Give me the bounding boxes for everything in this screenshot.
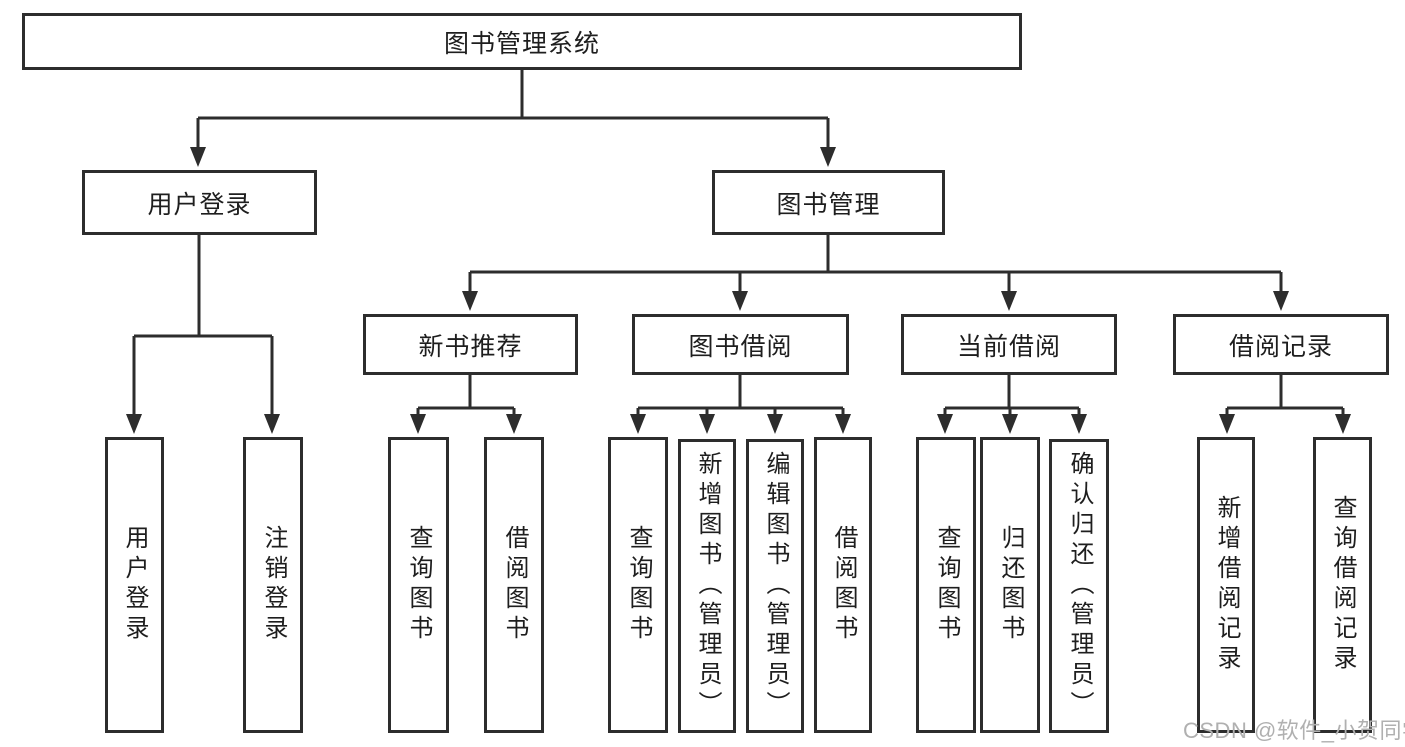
watermark: CSDN @软件_小贺同学 <box>1183 718 1405 743</box>
leaf-borrow-books-borrowing: 借阅图书 <box>814 437 872 733</box>
leaf-confirm-return-admin: 确认归还（管理员） <box>1049 439 1109 733</box>
leaf-return-books: 归还图书 <box>980 437 1040 733</box>
node-book-management: 图书管理 <box>712 170 945 235</box>
leaf-query-books-current: 查询图书 <box>916 437 976 733</box>
node-borrowing-records: 借阅记录 <box>1173 314 1389 375</box>
node-current-borrowing: 当前借阅 <box>901 314 1117 375</box>
leaf-add-borrow-record: 新增借阅记录 <box>1197 437 1255 733</box>
node-new-book-recommendation: 新书推荐 <box>363 314 578 375</box>
leaf-query-books-borrowing: 查询图书 <box>608 437 668 733</box>
leaf-edit-books-admin: 编辑图书（管理员） <box>746 439 804 733</box>
leaf-logout: 注销登录 <box>243 437 303 733</box>
node-library-management-system: 图书管理系统 <box>22 13 1022 70</box>
leaf-user-login: 用户登录 <box>105 437 164 733</box>
leaf-query-books-recommend: 查询图书 <box>388 437 449 733</box>
node-user-login: 用户登录 <box>82 170 317 235</box>
node-book-borrowing: 图书借阅 <box>632 314 849 375</box>
leaf-query-borrow-record: 查询借阅记录 <box>1313 437 1372 733</box>
leaf-add-books-admin: 新增图书（管理员） <box>678 439 736 733</box>
leaf-borrow-books-recommend: 借阅图书 <box>484 437 544 733</box>
